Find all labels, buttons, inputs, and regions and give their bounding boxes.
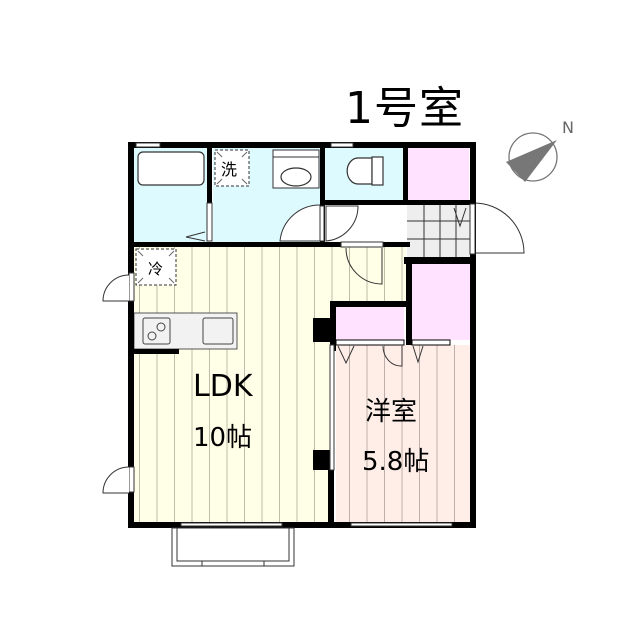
toilet-door[interactable] (325, 205, 359, 242)
windows (128, 142, 476, 527)
western-name: 洋室 (365, 397, 417, 427)
shoe-cabinet-icon (453, 207, 467, 228)
bathroom (134, 148, 208, 242)
western-size: 5.8帖 (362, 447, 429, 477)
closet-left (336, 307, 404, 340)
stove-icon (142, 317, 171, 345)
unit-title: 1号室 (345, 83, 464, 134)
closet-right (412, 264, 470, 340)
ldk-size: 10帖 (193, 423, 252, 453)
balcony (171, 527, 295, 567)
storage-top (407, 148, 469, 200)
walls (128, 142, 476, 528)
front-door[interactable] (473, 202, 525, 254)
ldk-name: LDK (193, 369, 254, 404)
western-room: 洋室 5.8帖 (336, 345, 470, 522)
washroom: 洗 (213, 148, 321, 242)
compass-north-arrow-icon: N (506, 118, 574, 182)
washer-label: 洗 (221, 160, 237, 179)
toilet-room (325, 148, 403, 200)
side-door-lower[interactable] (102, 466, 130, 494)
side-door-upper[interactable] (102, 274, 130, 302)
washroom-door[interactable] (279, 204, 321, 242)
ldk-door[interactable] (345, 247, 383, 285)
entrance (407, 205, 470, 257)
ldk-room: 冷 LDK 10帖 (133, 247, 406, 522)
fridge-label: 冷 (148, 260, 163, 278)
bathtub-icon (137, 151, 205, 186)
kitchen-sink-icon (202, 317, 234, 345)
toilet-icon (346, 157, 373, 185)
compass-north-label: N (562, 118, 574, 137)
